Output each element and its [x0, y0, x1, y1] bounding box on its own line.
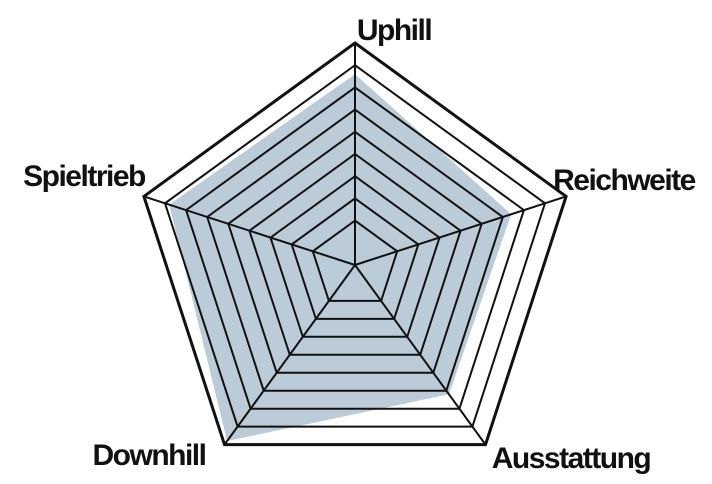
- grid-ring-8: [184, 86, 526, 410]
- axis-label-reichweite: Reichweite: [553, 164, 696, 197]
- grid-ring-3: [290, 197, 420, 320]
- axis-label-spieltrieb: Spieltrieb: [23, 160, 146, 193]
- grid-ring-2: [311, 219, 399, 302]
- series-area-0: [169, 74, 512, 441]
- grid-ring-10: [142, 41, 568, 447]
- axis-spoke-4: [143, 195, 356, 266]
- axis-label-ausstattung: Ausstattung: [492, 442, 651, 475]
- grid-group: [142, 41, 568, 447]
- axis-label-uphill: Uphill: [357, 14, 431, 47]
- grid-ring-6: [227, 130, 483, 374]
- axis-label-downhill: Downhill: [93, 439, 206, 472]
- axis-spoke-2: [354, 264, 487, 446]
- axis-spoke-1: [354, 195, 567, 266]
- axis-spoke-3: [223, 264, 356, 446]
- grid-ring-7: [206, 108, 504, 392]
- grid-ring-9: [163, 63, 547, 428]
- grid-ring-4: [269, 174, 441, 338]
- grid-ring-5: [248, 152, 462, 356]
- series-area-group: [169, 74, 512, 441]
